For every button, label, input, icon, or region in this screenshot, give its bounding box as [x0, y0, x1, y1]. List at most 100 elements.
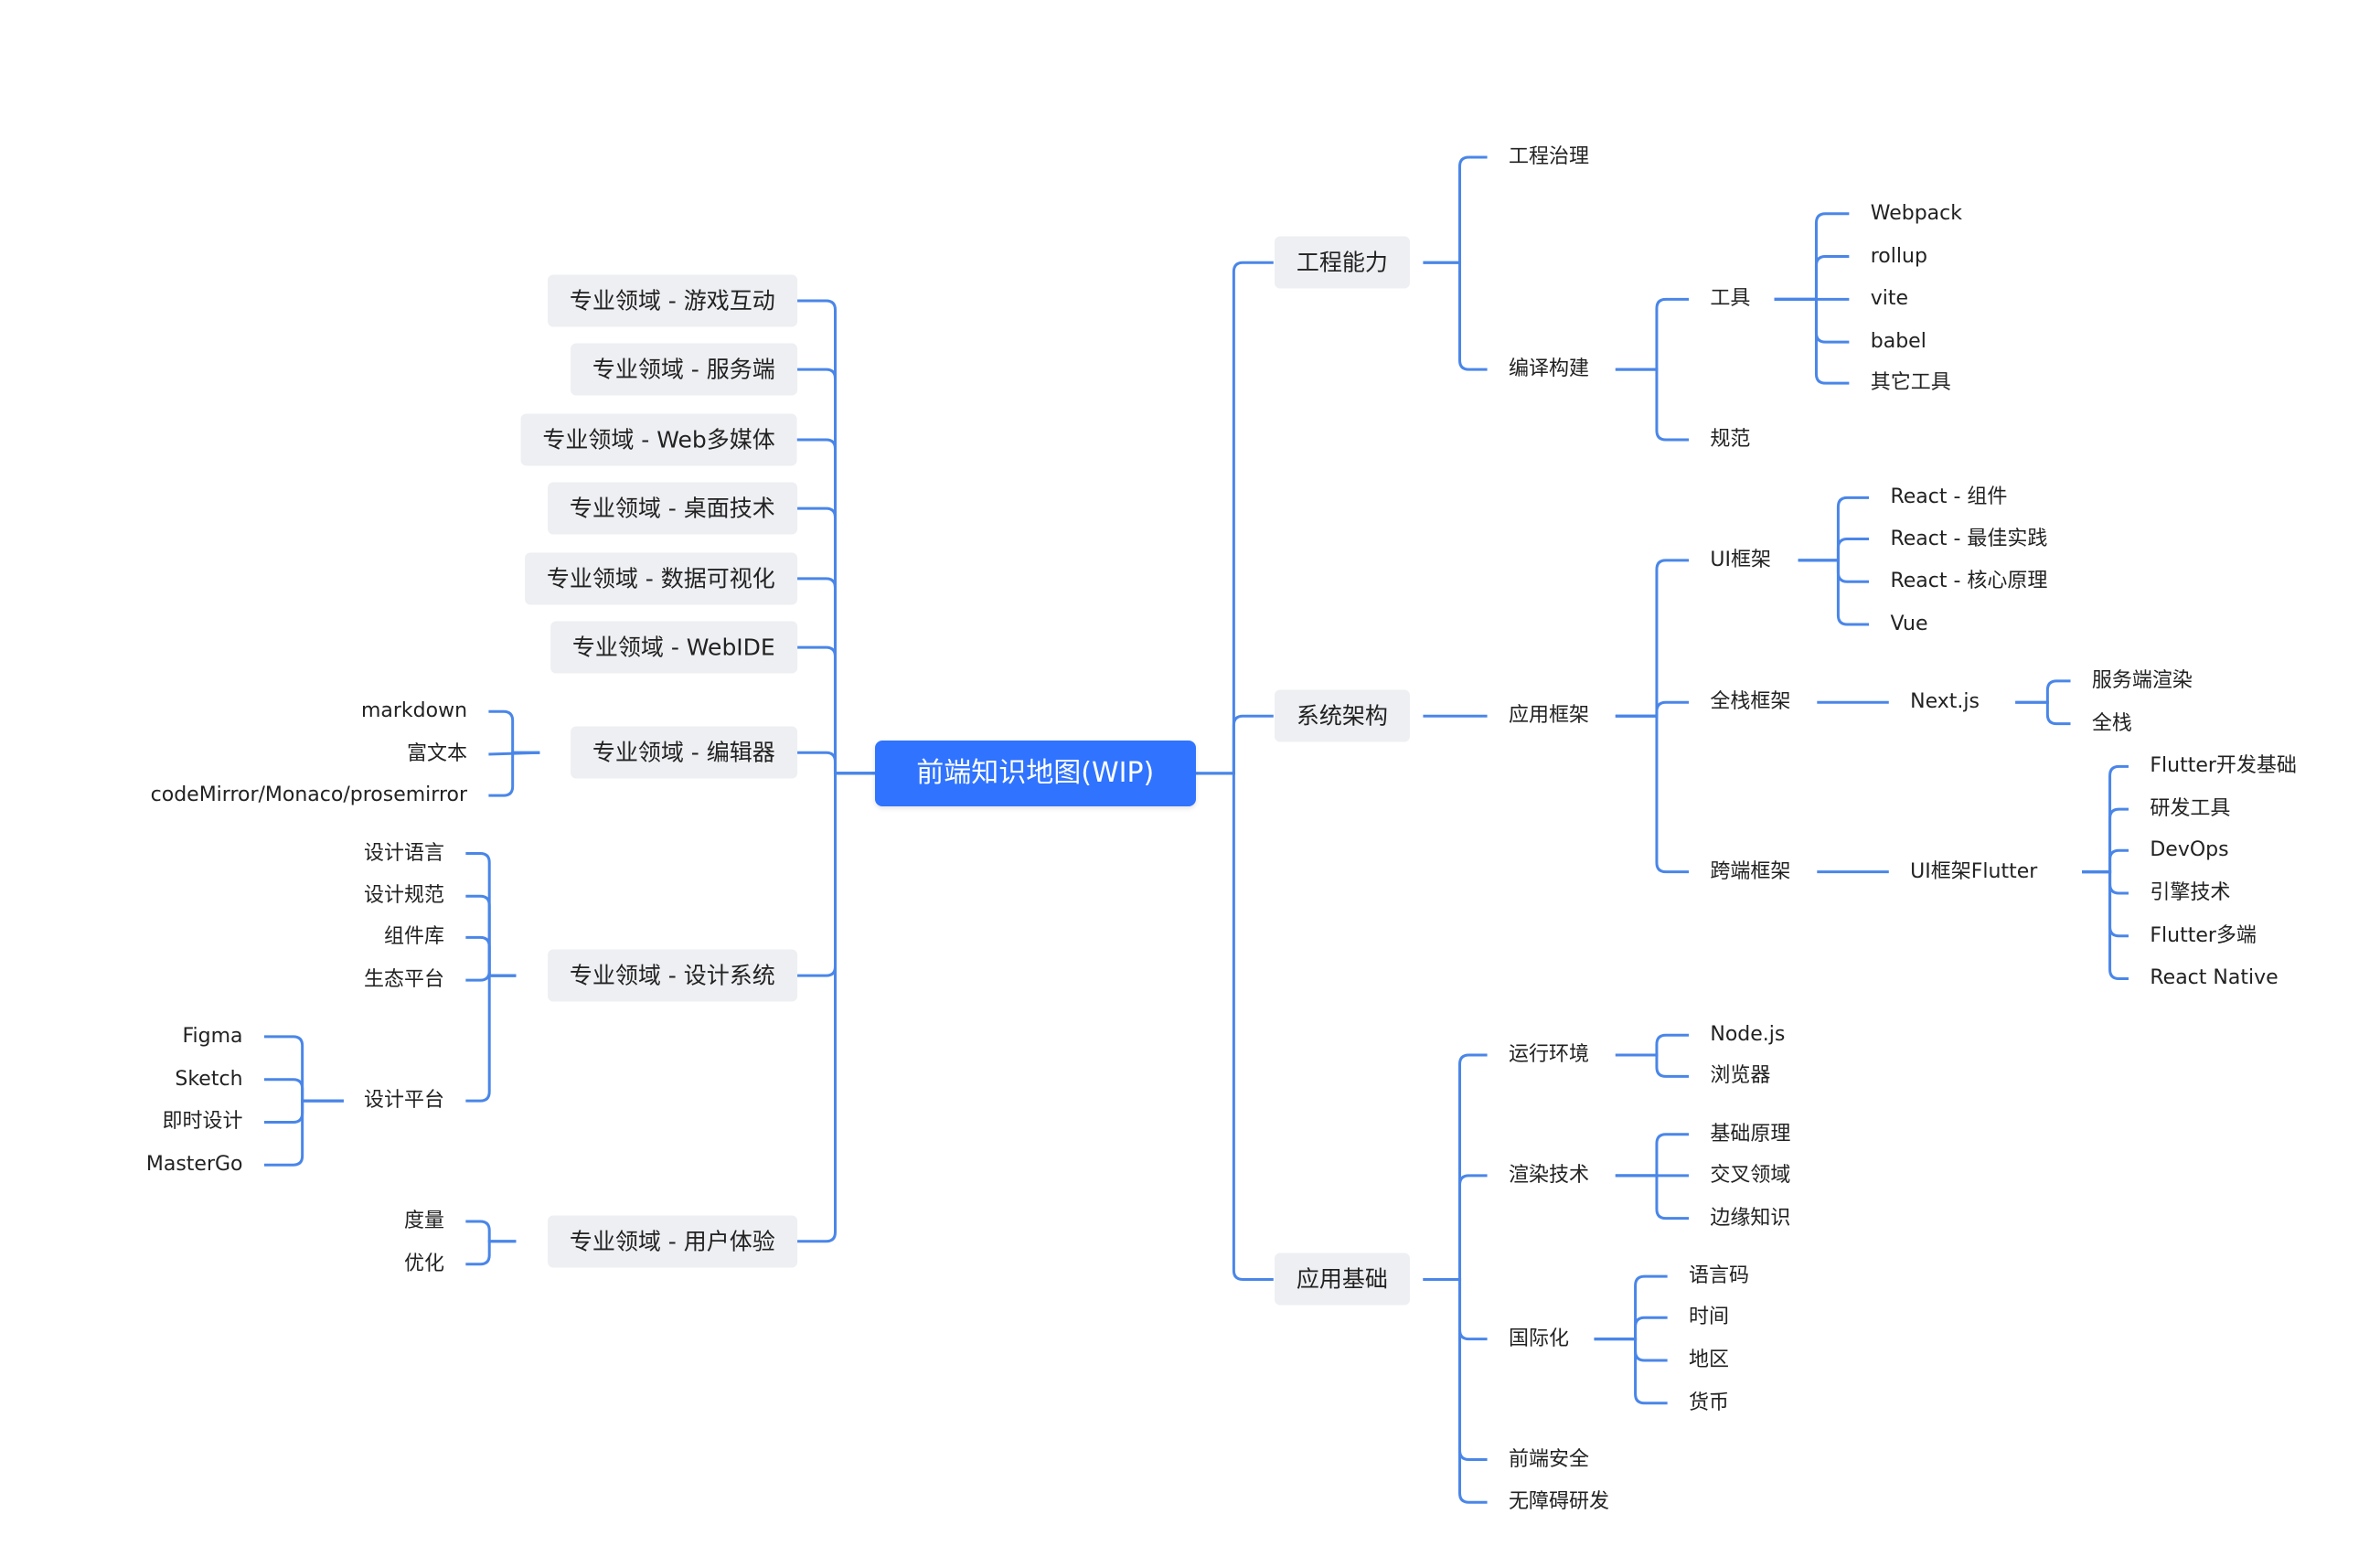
branch-right-2[interactable]: 应用基础	[1274, 1253, 1410, 1306]
topic-left-7-children-4-children-0[interactable]: Figma	[182, 1024, 243, 1048]
topic-right-2-children-1-children-2[interactable]: 边缘知识	[1710, 1206, 1791, 1230]
topic-right-1-children-0-children-0-children-2[interactable]: React - 核心原理	[1890, 570, 2048, 593]
connector-16	[1798, 559, 1870, 626]
topic-right-0-children-1-children-0-children-4[interactable]: 其它工具	[1870, 371, 1951, 395]
connector-57	[465, 935, 517, 977]
topic-right-1-children-0-children-2-children-0-children-2[interactable]: DevOps	[2150, 838, 2229, 862]
topic-left-6-children-0[interactable]: markdown	[360, 699, 468, 723]
topic-right-0-children-1-children-0-children-1[interactable]: rollup	[1870, 244, 1927, 268]
topic-right-2-children-2-children-0[interactable]: 语言码	[1689, 1264, 1750, 1288]
topic-right-1-children-0-children-2[interactable]: 跨端框架	[1710, 859, 1791, 883]
connector-61	[263, 1078, 344, 1103]
connector-19	[2015, 679, 2071, 704]
branch-left-0[interactable]: 专业领域 - 游戏互动	[547, 274, 797, 327]
topic-left-6-children-1[interactable]: 富文本	[407, 741, 468, 765]
root-topic[interactable]: 前端知识地图(WIP)	[874, 740, 1196, 806]
topic-left-7-children-4-children-1[interactable]: Sketch	[175, 1067, 243, 1091]
connector-27	[2082, 870, 2129, 938]
topic-right-2-children-0-children-1[interactable]: 浏览器	[1710, 1064, 1771, 1088]
topic-left-7-children-4-children-3[interactable]: MasterGo	[145, 1153, 243, 1177]
topic-right-2-children-0[interactable]: 运行环境	[1508, 1042, 1589, 1066]
topic-left-7-children-0[interactable]: 设计语言	[363, 841, 444, 865]
topic-right-2-children-0-children-0[interactable]: Node.js	[1710, 1023, 1786, 1047]
connector-0	[1195, 261, 1274, 775]
connector-53	[488, 751, 540, 797]
connector-55	[465, 852, 517, 977]
connector-30	[1423, 1053, 1488, 1281]
topic-right-2-children-1-children-1[interactable]: 交叉领域	[1710, 1163, 1791, 1187]
connector-12	[1615, 559, 1690, 718]
topic-right-1-children-0-children-2-children-0-children-5[interactable]: React Native	[2150, 966, 2279, 990]
branch-left-6[interactable]: 专业领域 - 编辑器	[570, 726, 797, 779]
topic-right-2-children-2-children-2[interactable]: 地区	[1689, 1348, 1730, 1371]
connector-7	[1774, 297, 1850, 344]
topic-left-8-children-1[interactable]: 优化	[403, 1252, 444, 1275]
connector-40	[1594, 1338, 1668, 1362]
branch-left-5[interactable]: 专业领域 - WebIDE	[550, 621, 797, 674]
branch-left-3[interactable]: 专业领域 - 桌面技术	[547, 482, 797, 535]
topic-right-0-children-1-children-0-children-0[interactable]: Webpack	[1870, 201, 1962, 225]
topic-right-1-children-0-children-1-children-0[interactable]: Next.js	[1910, 690, 1980, 714]
connector-13	[1798, 496, 1870, 562]
topic-right-1-children-0-children-2-children-0-children-4[interactable]: Flutter多端	[2150, 923, 2257, 947]
connector-33	[1423, 1174, 1488, 1281]
connector-58	[465, 971, 517, 982]
topic-left-7-children-4[interactable]: 设计平台	[363, 1089, 444, 1113]
topic-right-2-children-1[interactable]: 渲染技术	[1508, 1163, 1589, 1187]
connector-14	[1798, 538, 1870, 562]
topic-right-0-children-1-children-0[interactable]: 工具	[1710, 287, 1751, 311]
topic-right-2-children-4[interactable]: 无障碍研发	[1508, 1490, 1609, 1514]
topic-right-1-children-0-children-0-children-1[interactable]: React - 最佳实践	[1890, 527, 2048, 550]
topic-right-0-children-0[interactable]: 工程治理	[1508, 145, 1589, 168]
topic-right-2-children-1-children-0[interactable]: 基础原理	[1710, 1122, 1791, 1146]
branch-right-0[interactable]: 工程能力	[1274, 236, 1410, 289]
connector-36	[1615, 1174, 1690, 1221]
topic-right-1-children-0-children-2-children-0[interactable]: UI框架Flutter	[1910, 859, 2038, 883]
connector-1	[1423, 155, 1488, 264]
topic-right-1-children-0-children-2-children-0-children-3[interactable]: 引擎技术	[2150, 880, 2231, 904]
topic-right-2-children-2[interactable]: 国际化	[1508, 1327, 1569, 1350]
topic-right-1-children-0-children-2-children-0-children-0[interactable]: Flutter开发基础	[2150, 754, 2297, 778]
topic-right-0-children-1[interactable]: 编译构建	[1508, 357, 1589, 381]
connector-28	[2082, 870, 2129, 980]
topic-right-1-children-0[interactable]: 应用框架	[1508, 704, 1589, 728]
connector-37	[1423, 1277, 1488, 1341]
connector-42	[1423, 1277, 1488, 1462]
topic-right-1-children-0-children-2-children-0-children-1[interactable]: 研发工具	[2150, 797, 2231, 821]
topic-left-6-children-2[interactable]: codeMirror/Monaco/prosemirror	[150, 784, 468, 807]
topic-right-0-children-1-children-0-children-3[interactable]: babel	[1870, 330, 1926, 354]
topic-left-7-children-4-children-2[interactable]: 即时设计	[162, 1110, 243, 1134]
connector-65	[465, 1220, 517, 1243]
branch-left-1[interactable]: 专业领域 - 服务端	[570, 343, 797, 396]
branch-right-1[interactable]: 系统架构	[1274, 689, 1410, 742]
connector-41	[1594, 1338, 1668, 1405]
branch-left-4[interactable]: 专业领域 - 数据可视化	[524, 552, 797, 605]
topic-right-2-children-2-children-1[interactable]: 时间	[1689, 1306, 1730, 1329]
connector-10	[1195, 714, 1274, 775]
topic-right-0-children-1-children-0-children-2[interactable]: vite	[1870, 287, 1909, 311]
topic-right-2-children-3[interactable]: 前端安全	[1508, 1447, 1589, 1471]
connector-15	[1798, 559, 1870, 583]
topic-left-7-children-3[interactable]: 生态平台	[363, 968, 444, 992]
connector-23	[2082, 764, 2129, 874]
topic-right-1-children-0-children-0-children-3[interactable]: Vue	[1890, 613, 1928, 636]
topic-right-1-children-0-children-0[interactable]: UI框架	[1710, 548, 1771, 571]
topic-left-7-children-2[interactable]: 组件库	[383, 925, 444, 949]
topic-right-0-children-1-children-1[interactable]: 规范	[1710, 427, 1751, 451]
connector-51	[488, 709, 540, 754]
topic-right-1-children-0-children-0-children-0[interactable]: React - 组件	[1890, 485, 2008, 509]
topic-left-7-children-1[interactable]: 设计规范	[363, 884, 444, 908]
topic-right-1-children-0-children-1-children-0-children-0[interactable]: 服务端渲染	[2091, 668, 2193, 692]
topic-left-8-children-0[interactable]: 度量	[403, 1210, 444, 1232]
connector-46	[796, 438, 875, 775]
connector-8	[1774, 297, 1850, 385]
branch-left-8[interactable]: 专业领域 - 用户体验	[547, 1215, 797, 1268]
branch-left-2[interactable]: 专业领域 - Web多媒体	[520, 413, 797, 466]
connector-29	[1195, 772, 1274, 1281]
topic-right-2-children-2-children-3[interactable]: 货币	[1689, 1391, 1730, 1414]
topic-right-1-children-0-children-1[interactable]: 全栈框架	[1710, 690, 1791, 714]
connector-20	[2015, 700, 2071, 726]
branch-left-7[interactable]: 专业领域 - 设计系统	[547, 949, 797, 1002]
topic-right-1-children-0-children-1-children-0-children-1[interactable]: 全栈	[2091, 711, 2132, 735]
